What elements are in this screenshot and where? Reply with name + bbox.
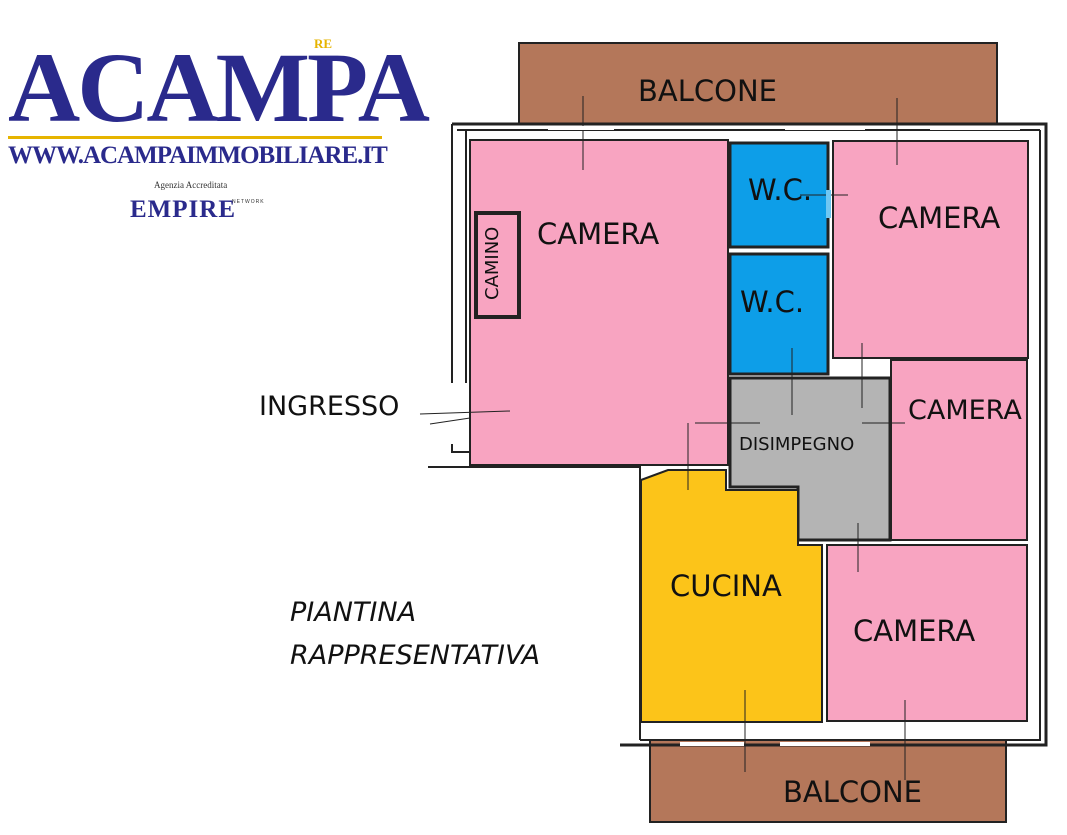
cucina-label: CUCINA — [670, 569, 782, 603]
caption-line-1: PIANTINA — [290, 597, 417, 628]
wc-bottom-area — [728, 252, 830, 376]
wc-bottom-label: W.C. — [740, 285, 805, 319]
ingresso-label: INGRESSO — [259, 391, 400, 422]
camera-main-label: CAMERA — [537, 217, 660, 251]
camera-mid-right-label: CAMERA — [908, 395, 1022, 426]
balcone-bottom-area — [649, 739, 1007, 823]
wc-window — [826, 190, 831, 218]
camera-bottom-right-area — [826, 544, 1028, 722]
logo-partner-tag: NETWORK — [232, 199, 265, 205]
logo-partner: EMPIRE — [130, 196, 236, 223]
disimpegno-label: DISIMPEGNO — [739, 434, 855, 455]
logo-website: WWW.ACAMPAIMMOBILIARE.IT — [8, 142, 388, 169]
camera-bottom-right-label: CAMERA — [853, 614, 976, 648]
camera-top-right-area — [832, 140, 1029, 359]
window-gaps — [548, 126, 1020, 746]
camino-label: CAMINO — [482, 226, 503, 300]
cucina-area — [640, 469, 823, 723]
balcone-top-area — [518, 42, 998, 125]
logo-accreditation: Agenzia Accreditata — [154, 180, 228, 190]
camino-area — [474, 211, 521, 319]
camera-top-right-label: CAMERA — [878, 201, 1001, 235]
window-marks — [419, 96, 906, 780]
balcone-bottom-label: BALCONE — [783, 775, 922, 809]
logo-name: ACAMPA — [8, 32, 430, 143]
caption-line-2: RAPPRESENTATIVA — [290, 640, 541, 671]
logo-mark: RE — [314, 36, 333, 51]
camera-main-area — [469, 139, 729, 466]
wc-top-label: W.C. — [748, 173, 813, 207]
camera-mid-right-area — [890, 359, 1028, 541]
balcone-top-label: BALCONE — [638, 74, 777, 108]
logo-divider — [8, 136, 382, 139]
